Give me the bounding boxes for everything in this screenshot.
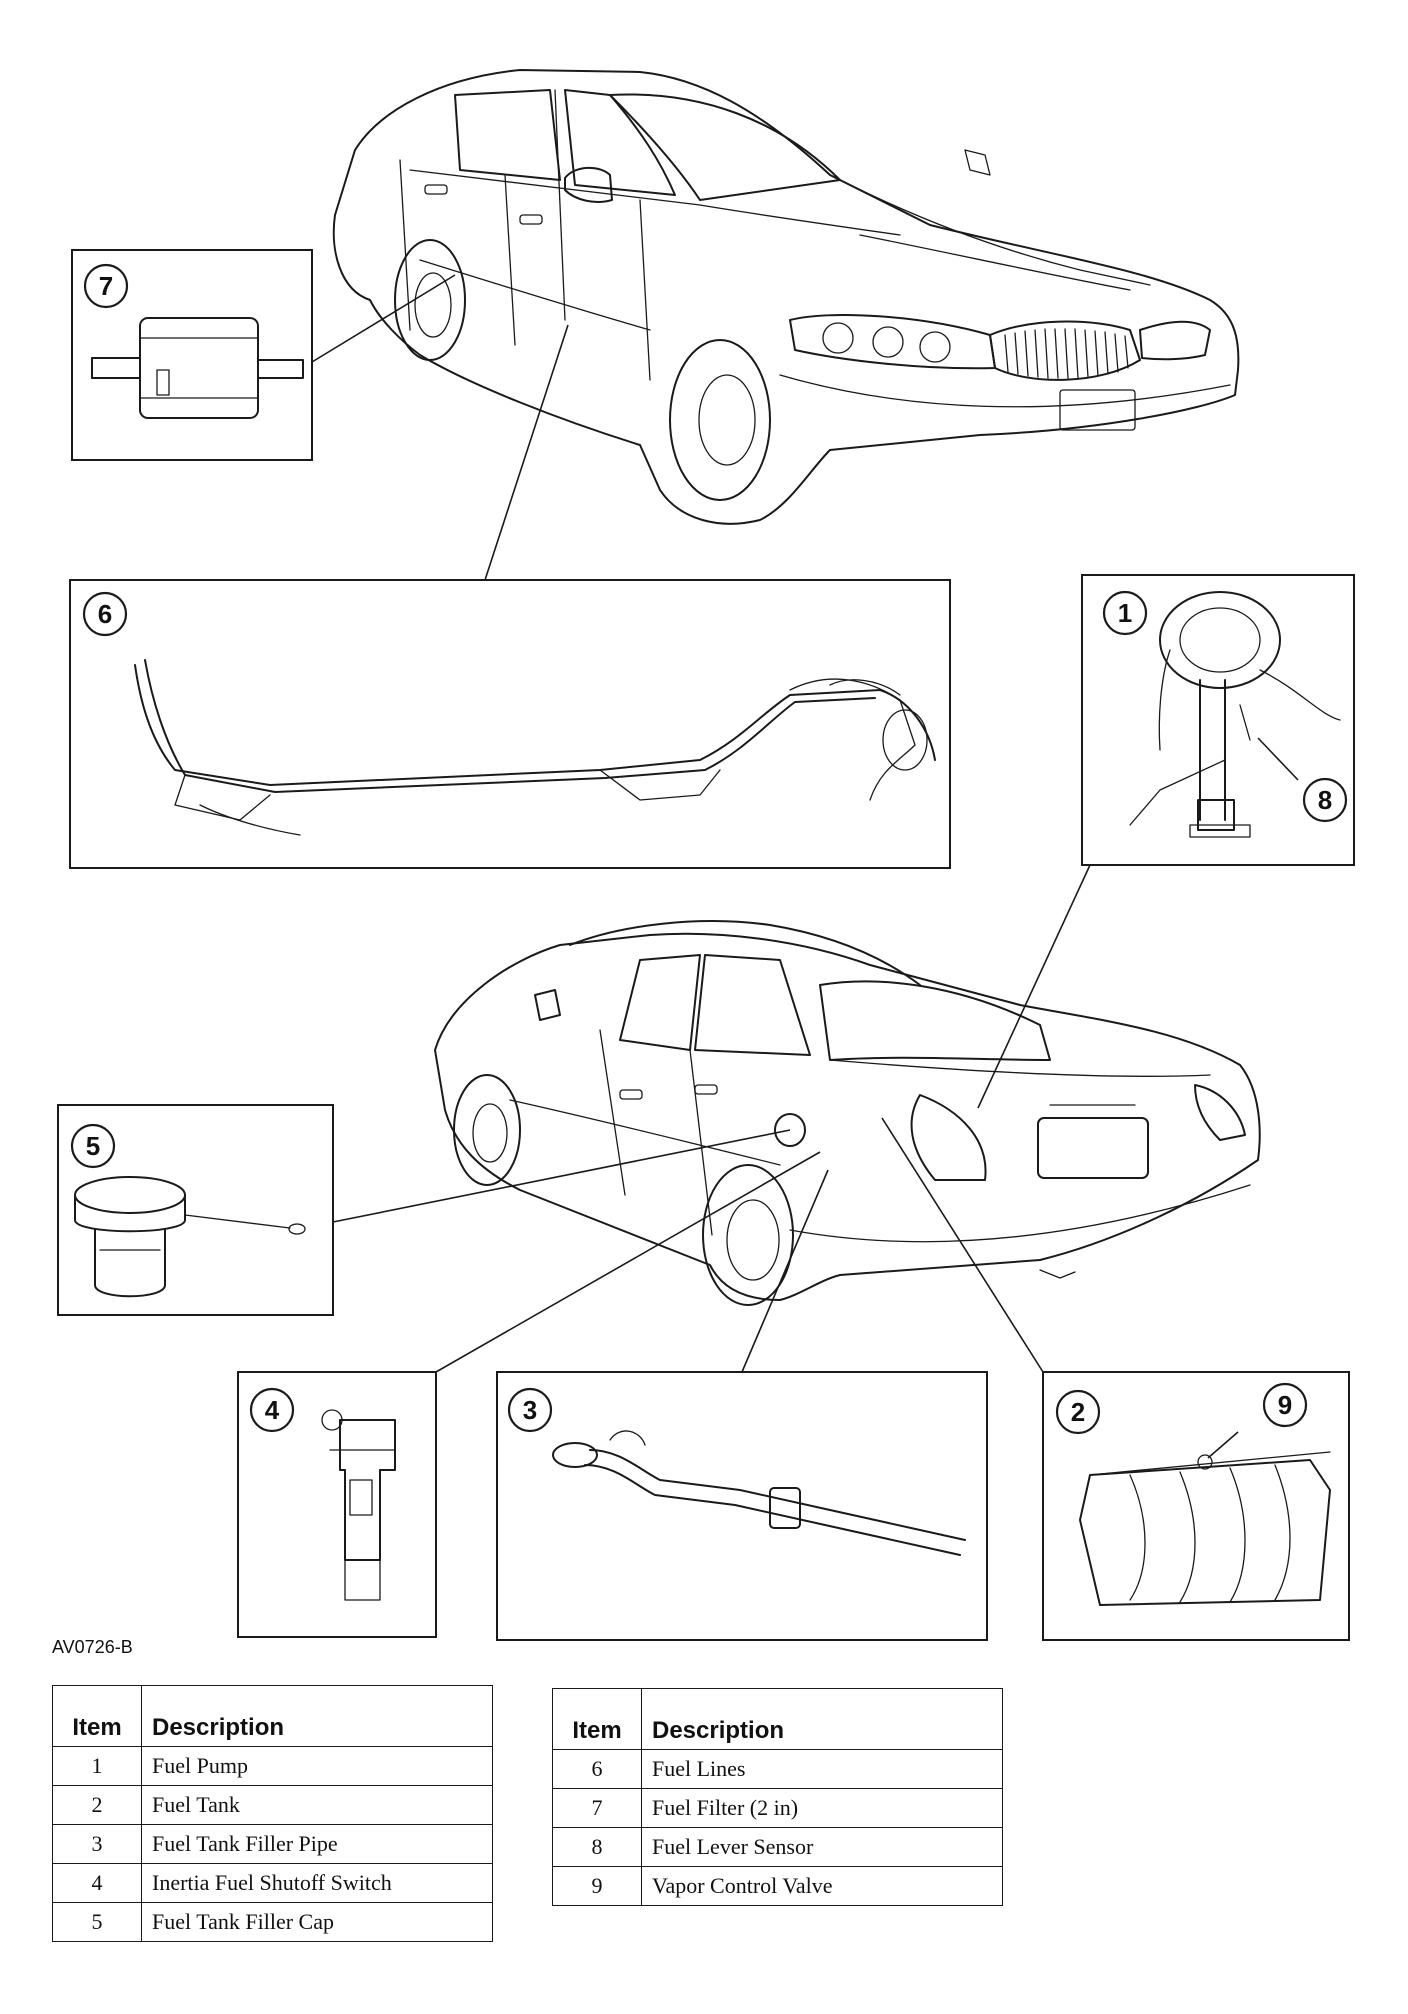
description-column-header: Description [141, 1685, 493, 1747]
svg-text:5: 5 [86, 1131, 100, 1161]
legend-item-description: Fuel Tank Filler Pipe [141, 1824, 493, 1864]
legend-item-number: 4 [52, 1863, 142, 1903]
callout-3: 3 [507, 1387, 553, 1433]
legend-row: 6 Fuel Lines [552, 1749, 1003, 1789]
legend-item-description: Vapor Control Valve [641, 1866, 1003, 1906]
rear-car-illustration [434, 920, 1261, 1306]
legend-item-description: Fuel Tank Filler Cap [141, 1902, 493, 1942]
legend-item-number: 5 [52, 1902, 142, 1942]
legend-header-row: Item Description [552, 1688, 1003, 1750]
svg-text:2: 2 [1071, 1397, 1085, 1427]
legend-item-number: 8 [552, 1827, 642, 1867]
callout-9: 9 [1262, 1382, 1308, 1428]
svg-text:7: 7 [99, 271, 113, 301]
legend-item-number: 7 [552, 1788, 642, 1828]
legend-row: 8 Fuel Lever Sensor [552, 1827, 1003, 1867]
legend-row: 1 Fuel Pump [52, 1746, 493, 1786]
legend-item-description: Fuel Lines [641, 1749, 1003, 1789]
legend-item-number: 3 [52, 1824, 142, 1864]
legend-row: 7 Fuel Filter (2 in) [552, 1788, 1003, 1828]
inset-fuel-pump [1081, 574, 1355, 866]
callout-8: 8 [1302, 777, 1348, 823]
callout-1: 1 [1102, 590, 1148, 636]
svg-text:3: 3 [523, 1395, 537, 1425]
legend-table-left: Item Description 1 Fuel Pump 2 Fuel Tank… [52, 1685, 493, 1942]
legend-row: 2 Fuel Tank [52, 1785, 493, 1825]
legend-item-number: 9 [552, 1866, 642, 1906]
svg-text:1: 1 [1118, 598, 1132, 628]
inset-fuel-lines [69, 579, 951, 869]
legend-item-number: 2 [52, 1785, 142, 1825]
svg-text:4: 4 [265, 1395, 280, 1425]
legend-item-number: 6 [552, 1749, 642, 1789]
legend-row: 4 Inertia Fuel Shutoff Switch [52, 1863, 493, 1903]
callout-2: 2 [1055, 1389, 1101, 1435]
legend-item-description: Fuel Filter (2 in) [641, 1788, 1003, 1828]
description-column-header: Description [641, 1688, 1003, 1750]
callout-4: 4 [249, 1387, 295, 1433]
inset-inertia-switch [237, 1371, 437, 1638]
legend-table-right: Item Description 6 Fuel Lines 7 Fuel Fil… [552, 1688, 1003, 1906]
legend-item-description: Fuel Tank [141, 1785, 493, 1825]
front-car-illustration [332, 69, 1240, 525]
legend-row: 9 Vapor Control Valve [552, 1866, 1003, 1906]
legend-item-number: 1 [52, 1746, 142, 1786]
legend-row: 5 Fuel Tank Filler Cap [52, 1902, 493, 1942]
callout-5: 5 [70, 1123, 116, 1169]
item-column-header: Item [552, 1688, 642, 1750]
inset-fuel-filter [71, 249, 313, 461]
legend-item-description: Inertia Fuel Shutoff Switch [141, 1863, 493, 1903]
inset-fuel-tank [1042, 1371, 1350, 1641]
figure-code: AV0726-B [52, 1637, 133, 1657]
svg-text:8: 8 [1318, 785, 1332, 815]
svg-text:9: 9 [1278, 1390, 1292, 1420]
callout-6: 6 [82, 591, 128, 637]
legend-header-row: Item Description [52, 1685, 493, 1747]
inset-filler-cap [57, 1104, 334, 1316]
legend-item-description: Fuel Pump [141, 1746, 493, 1786]
legend-row: 3 Fuel Tank Filler Pipe [52, 1824, 493, 1864]
inset-filler-pipe [496, 1371, 988, 1641]
legend-item-description: Fuel Lever Sensor [641, 1827, 1003, 1867]
svg-text:6: 6 [98, 599, 112, 629]
leader-lines [311, 274, 1299, 1459]
item-column-header: Item [52, 1685, 142, 1747]
callout-7: 7 [83, 263, 129, 309]
